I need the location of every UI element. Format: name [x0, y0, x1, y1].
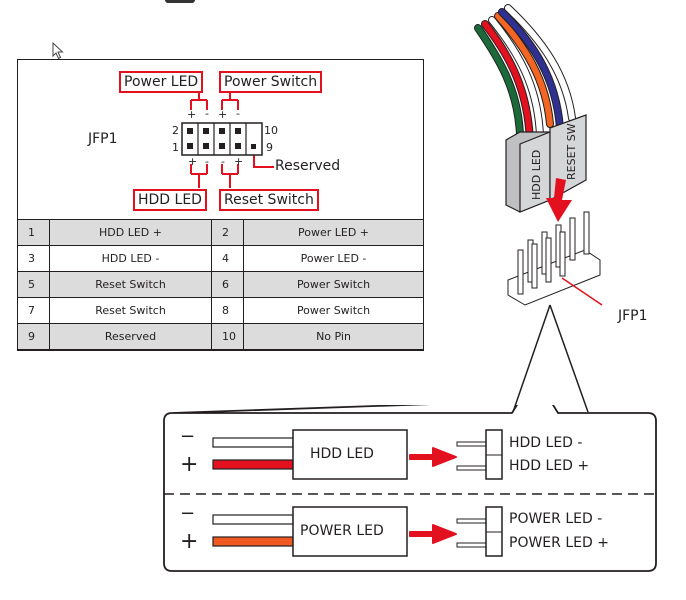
hdd-pin-plus-label: HDD LED + [509, 458, 590, 474]
header-label-jfp1: JFP1 [617, 308, 648, 324]
top-artifact [165, 0, 195, 3]
bracket-power-switch [221, 93, 239, 110]
pin-name-cell: Power LED + [243, 219, 424, 246]
pin-number-cell: 6 [211, 271, 244, 298]
pin-number-cell: 7 [17, 297, 50, 324]
polarity-bottom-1: + [188, 155, 198, 168]
mouse-cursor-icon [52, 42, 64, 60]
pin-number-cell: 9 [17, 323, 50, 350]
hdd-minus-sign: − [180, 426, 196, 447]
pin-name-cell: Reset Switch [49, 297, 212, 324]
polarity-bottom-4: + [234, 155, 244, 168]
hdd-pin-minus-label: HDD LED - [509, 435, 583, 451]
pin-name-cell: HDD LED - [49, 245, 212, 272]
hdd-plug-label: HDD LED [310, 446, 374, 462]
polarity-top-3: + [218, 108, 228, 121]
pin-number-cell: 1 [17, 219, 50, 246]
pin-number-cell: 8 [211, 297, 244, 324]
connector-name: JFP1 [88, 131, 118, 147]
power-plug [292, 506, 408, 557]
polarity-top-2: - [205, 107, 209, 120]
pin-number-cell: 5 [17, 271, 50, 298]
bracket-reset-switch [221, 164, 239, 188]
pin-name-cell: Reset Switch [49, 271, 212, 298]
pin-name-cell: Reserved [49, 323, 212, 350]
bracket-hdd-led [190, 164, 208, 188]
pin-name-cell: No Pin [243, 323, 424, 350]
power-plug-label: POWER LED [300, 523, 384, 539]
pin-name-cell: Power Switch [243, 297, 424, 324]
pin-number-cell: 3 [17, 245, 50, 272]
label-power-led: Power LED [119, 71, 204, 93]
pin-name-cell: Power LED - [243, 245, 424, 272]
power-pin-plus-label: POWER LED + [509, 535, 609, 551]
pin-number-9: 9 [266, 141, 273, 154]
power-minus-sign: − [180, 503, 196, 524]
connector-illustration: HDD LED RESET SW JFP1 [474, 4, 648, 413]
label-power-switch: Power Switch [219, 71, 323, 93]
hdd-wire-plus [212, 459, 294, 470]
label-hdd-led: HDD LED [133, 189, 207, 211]
plug-label-hdd-led: HDD LED [530, 150, 543, 200]
pin-name-cell: Power Switch [243, 271, 424, 298]
detail-callout [163, 405, 657, 572]
label-reserved: Reserved [275, 158, 341, 174]
pin-number-cell: 2 [211, 219, 244, 246]
jfp1-pinout-panel [17, 59, 424, 351]
power-arrow-icon [409, 524, 457, 544]
hdd-plug [292, 429, 408, 480]
hdd-wire-minus [212, 437, 294, 448]
pin-number-cell: 4 [211, 245, 244, 272]
pin-number-2: 2 [172, 124, 179, 137]
power-plus-sign: + [180, 529, 199, 554]
hdd-arrow-icon [409, 447, 457, 467]
polarity-bottom-2: - [205, 155, 209, 168]
polarity-bottom-3: - [221, 155, 225, 168]
power-pin-minus-label: POWER LED - [509, 511, 603, 527]
hdd-plus-sign: + [180, 452, 199, 477]
power-wire-plus [212, 536, 294, 547]
pin-number-10: 10 [264, 124, 278, 137]
pin-name-cell: HDD LED + [49, 219, 212, 246]
polarity-top-1: + [187, 108, 197, 121]
bracket-power-led [190, 93, 208, 110]
pin-number-cell: 10 [211, 323, 244, 350]
plug-label-reset-sw: RESET SW [565, 123, 578, 180]
power-wire-minus [212, 514, 294, 525]
label-reset-switch: Reset Switch [219, 189, 319, 211]
insert-arrow-icon [546, 178, 572, 222]
polarity-top-4: - [236, 107, 240, 120]
header-schematic [181, 93, 274, 188]
pin-number-1: 1 [172, 141, 179, 154]
